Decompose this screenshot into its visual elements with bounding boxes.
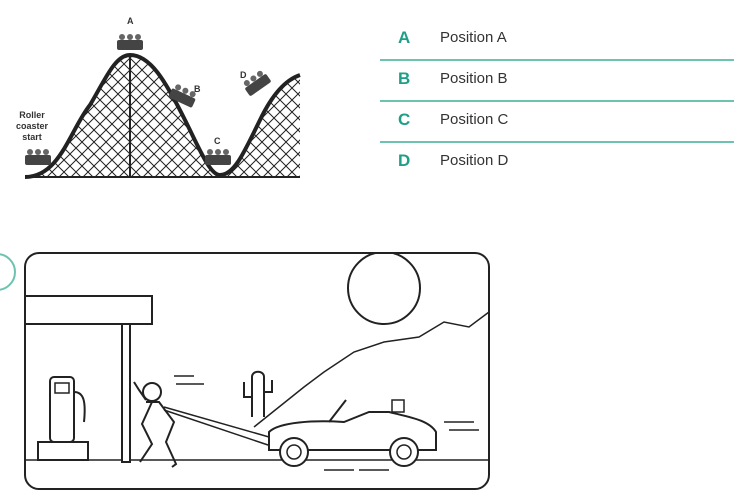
- option-text: Position C: [440, 111, 509, 128]
- marker-c-label: C: [214, 136, 221, 146]
- option-text: Position D: [440, 152, 509, 169]
- car-icon: [268, 399, 479, 471]
- option-text: Position A: [440, 29, 507, 46]
- sun-icon: [347, 252, 421, 325]
- coaster-car-c: [205, 149, 231, 165]
- marker-d-label: D: [240, 70, 247, 80]
- option-letter: B: [398, 69, 411, 88]
- question-number-circle: [0, 253, 16, 291]
- answer-options: A Position A B Position B C Position C D…: [380, 20, 734, 182]
- start-label-line-3: start: [22, 132, 42, 142]
- coaster-car-start: [25, 149, 51, 165]
- option-text: Position B: [440, 70, 508, 87]
- option-letter: C: [398, 110, 411, 129]
- start-label-line-1: Roller: [19, 110, 45, 120]
- cactus-icon: [243, 370, 273, 417]
- option-b[interactable]: B Position B: [380, 61, 734, 102]
- option-a[interactable]: A Position A: [380, 20, 734, 61]
- option-d[interactable]: D Position D: [380, 143, 734, 182]
- roller-coaster-diagram: Roller coaster start A B C D: [16, 16, 301, 179]
- coaster-car-a: [117, 34, 143, 50]
- car-pulling-scene: [24, 252, 490, 490]
- person-pulling-icon: [133, 375, 204, 468]
- marker-a-label: A: [127, 16, 134, 26]
- fuel-pump-icon: [37, 376, 89, 461]
- start-label-line-2: coaster: [16, 121, 49, 131]
- coaster-car-b: [168, 84, 196, 108]
- coaster-car-d: [243, 70, 271, 96]
- option-letter: D: [398, 151, 411, 170]
- option-letter: A: [398, 28, 411, 47]
- marker-b-label: B: [194, 84, 201, 94]
- option-c[interactable]: C Position C: [380, 102, 734, 143]
